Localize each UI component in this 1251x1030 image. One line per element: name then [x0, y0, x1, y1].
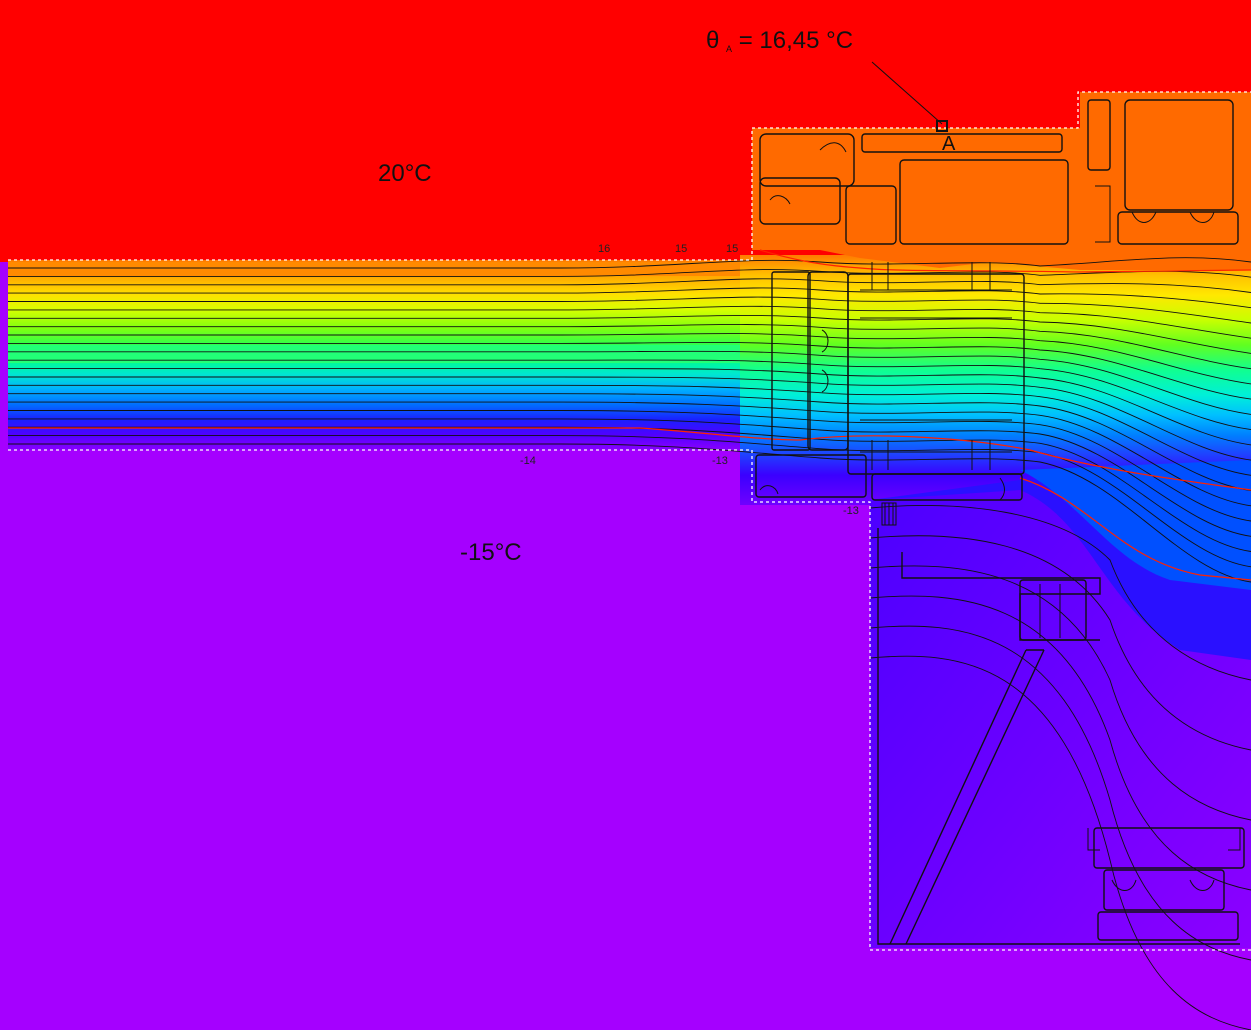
isotherm-line-lower [869, 655, 1251, 1030]
isotherm-line [8, 376, 1251, 461]
isotherm-line [8, 384, 1251, 476]
isotherm-line [8, 443, 1251, 583]
isotherm-line [8, 401, 1251, 507]
frame-profile-middle [755, 262, 1025, 526]
isotherm-line [8, 359, 1251, 431]
isotherm-label: 15 [726, 243, 738, 255]
glazing-warm-pane [8, 262, 758, 276]
isotherm-line [8, 350, 1251, 415]
isotherm-line [8, 368, 1251, 446]
frame-profile-upper [759, 99, 1239, 245]
isotherm-line-lower [869, 625, 1251, 961]
theta-symbol: θ [706, 27, 719, 54]
isotherm-label: 16 [598, 243, 610, 255]
isotherm-label: -13 [712, 455, 728, 467]
point-a-reading: θ A = 16,45 °C A [706, 27, 956, 155]
isotherm-label: 15 [675, 243, 687, 255]
glazing-green-layer [8, 345, 808, 363]
interior-temperature-label: 20°C [378, 160, 432, 187]
point-a-value: = 16,45 °C [739, 27, 853, 54]
isotherm-line [8, 314, 1251, 354]
isotherm-value-labels: 16 15 15 -14 -13 -13 [520, 243, 859, 517]
isotherm-line [8, 418, 1251, 537]
isotherm-highlight-upper [759, 249, 1251, 273]
isotherm-label: -14 [520, 455, 536, 467]
isotherm-line-lower [869, 505, 1251, 681]
frame-core [740, 255, 1251, 505]
isotherm-lines [8, 257, 1251, 1030]
isotherm-line [8, 324, 1251, 370]
isotherm-line [8, 287, 1251, 309]
isotherm-highlight-mid [8, 427, 1251, 491]
isotherm-label: -13 [843, 505, 859, 517]
svg-text:θ A = 16,45 °C: θ A = 16,45 °C [706, 27, 853, 58]
isotherm-line [8, 426, 1251, 552]
boundary-dashed-lines [8, 91, 1251, 951]
isotherm-line [8, 333, 1251, 385]
isotherm-line [8, 393, 1251, 492]
isotherm-line-lower [869, 565, 1251, 821]
isotherm-highlight-lower [1019, 477, 1251, 581]
point-a-marker-box [936, 120, 948, 132]
isotherm-line [8, 296, 1251, 324]
isotherm-line [8, 278, 1251, 293]
frame-profile-lower [877, 528, 1245, 945]
isotherm-line [8, 341, 1251, 400]
isotherm-line [8, 410, 1251, 522]
frame-upper-warm [752, 92, 1251, 270]
isotherm-line [8, 257, 1251, 269]
point-a-leader-line [871, 61, 943, 125]
isotherm-line-lower [869, 535, 1251, 751]
theta-subscript: A [726, 44, 732, 54]
isotherm-line [8, 435, 1251, 568]
isotherm-line [8, 305, 1251, 339]
exterior-temperature-label: -15°C [460, 539, 522, 566]
point-a-letter: A [942, 133, 956, 155]
